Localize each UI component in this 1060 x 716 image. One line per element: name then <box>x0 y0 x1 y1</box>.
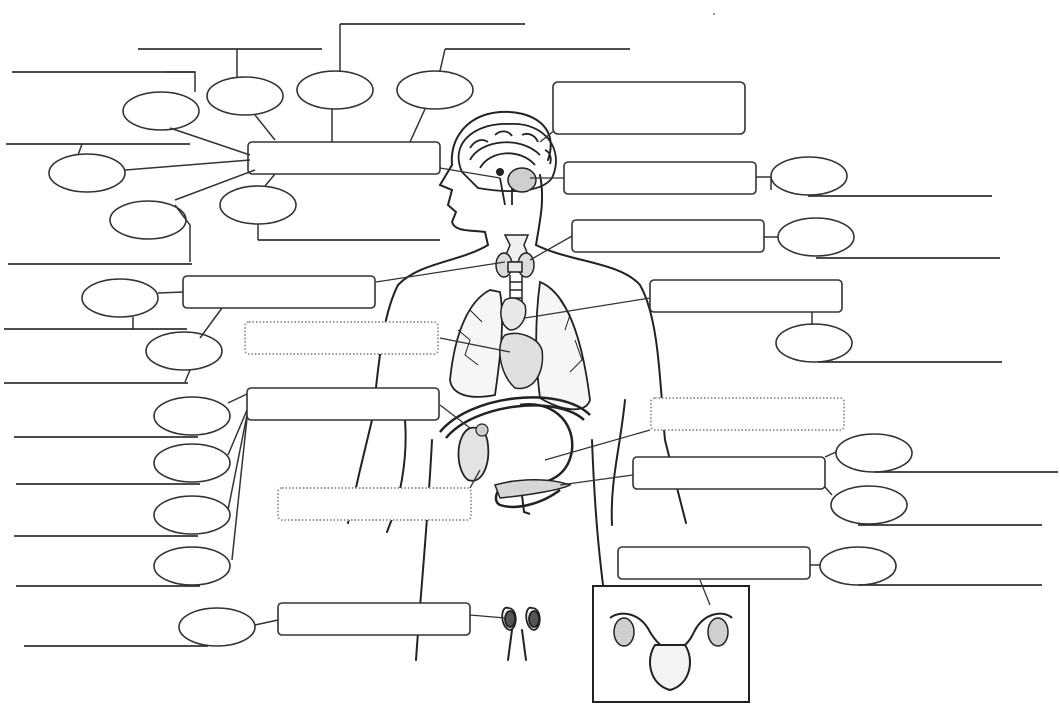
oval-11[interactable] <box>153 443 231 483</box>
oval-6[interactable] <box>109 200 187 240</box>
label-box-testes[interactable] <box>277 602 471 636</box>
stray-dot <box>713 13 715 15</box>
label-box-pancreas[interactable] <box>632 456 826 490</box>
oval-7[interactable] <box>219 185 297 225</box>
label-box-parathyroid[interactable] <box>182 275 376 309</box>
oval-1[interactable] <box>122 91 200 131</box>
answer-lines <box>4 23 1058 647</box>
thymus <box>500 297 527 331</box>
oval-13[interactable] <box>153 546 231 586</box>
dotted-box-kidney[interactable] <box>277 487 472 521</box>
label-box-hypothalamus-group[interactable] <box>247 141 441 175</box>
thyroid <box>495 234 535 320</box>
label-box-ovary[interactable] <box>617 546 811 580</box>
leader-lines <box>375 129 711 619</box>
oval-14[interactable] <box>178 607 256 647</box>
oval-16[interactable] <box>777 217 855 257</box>
oval-19[interactable] <box>830 485 908 525</box>
oval-2[interactable] <box>206 76 284 116</box>
ovaries-inset <box>592 585 750 703</box>
label-boxes <box>182 81 843 636</box>
oval-10[interactable] <box>153 396 231 436</box>
pancreas <box>494 479 572 515</box>
dotted-box-heart[interactable] <box>244 321 439 355</box>
label-box-thymus[interactable] <box>649 279 843 313</box>
oval-17[interactable] <box>775 323 853 363</box>
dotted-label-boxes <box>244 321 845 521</box>
label-box-adrenal[interactable] <box>246 387 440 421</box>
oval-12[interactable] <box>153 495 231 535</box>
body-outline <box>347 110 687 661</box>
label-box-pineal[interactable] <box>552 81 746 135</box>
dotted-box-stomach[interactable] <box>650 397 845 431</box>
oval-9[interactable] <box>145 331 223 371</box>
heart <box>499 332 544 390</box>
oval-15[interactable] <box>770 156 848 196</box>
oval-3[interactable] <box>296 70 374 110</box>
pituitary-pineal <box>496 167 537 193</box>
oval-18[interactable] <box>835 433 913 473</box>
testes <box>501 607 541 631</box>
oval-8[interactable] <box>81 278 159 318</box>
oval-20[interactable] <box>819 546 897 586</box>
label-box-thyroid[interactable] <box>571 219 765 253</box>
oval-5[interactable] <box>48 153 126 193</box>
kidney-adrenal <box>457 423 490 482</box>
oval-4[interactable] <box>396 70 474 110</box>
label-box-pituitary[interactable] <box>563 161 757 195</box>
